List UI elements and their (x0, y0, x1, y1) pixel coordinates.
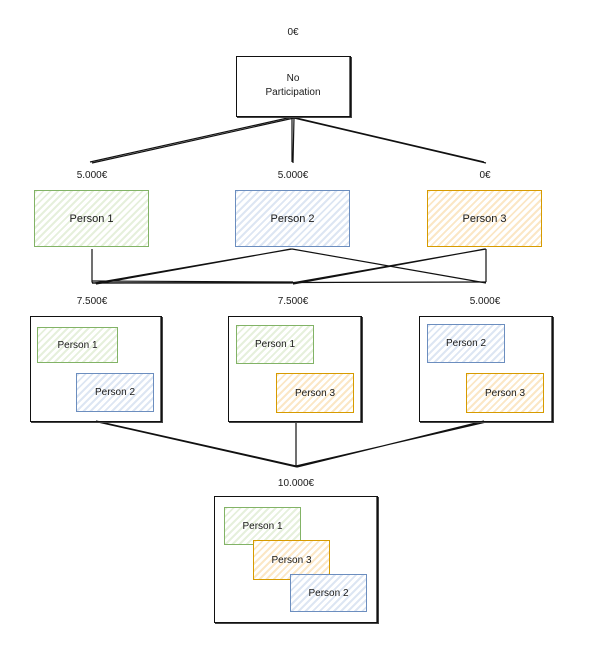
edge-person3-pair13 (291, 248, 487, 285)
pair23-person2: Person 2 (427, 324, 505, 363)
edge-root-person3 (291, 116, 487, 164)
all-person3: Person 3 (253, 540, 330, 580)
edge-root-person1 (89, 116, 295, 164)
edge-person2-pair12 (94, 248, 293, 285)
all-amount-label: 10.000€ (277, 478, 315, 489)
edge-pair12-all (95, 420, 298, 468)
root-line1: No (286, 73, 300, 84)
root-line2: Participation (265, 87, 321, 98)
pair12-person2: Person 2 (76, 373, 154, 412)
person1-node: Person 1 (34, 190, 149, 247)
pair12-amount-label: 7.500€ (76, 296, 108, 307)
edge-person1-to-pair23 (91, 281, 487, 284)
pair13-node (228, 316, 362, 422)
root-amount-label: 0€ (287, 27, 299, 38)
all-person2: Person 2 (290, 574, 367, 612)
pair12-person1: Person 1 (37, 327, 118, 363)
person3-node: Person 3 (427, 190, 542, 247)
person1-amount-label: 5.000€ (76, 170, 108, 181)
all-persons-node (214, 496, 378, 623)
pair23-person3: Person 3 (466, 373, 544, 413)
edge-pair23-all (295, 420, 487, 468)
person3-amount-label: 0€ (479, 170, 491, 181)
pair13-person1: Person 1 (236, 325, 314, 364)
root-node: No Participation (236, 56, 351, 117)
pair13-amount-label: 7.500€ (277, 296, 309, 307)
pair23-amount-label: 5.000€ (469, 296, 501, 307)
pair23-node (419, 316, 553, 422)
person2-node: Person 2 (235, 190, 350, 247)
edge-person1-pair12 (91, 249, 94, 284)
edge-root-person2 (291, 117, 295, 164)
pair12-node (30, 316, 162, 422)
pair13-person3: Person 3 (276, 373, 354, 413)
person2-amount-label: 5.000€ (277, 170, 309, 181)
